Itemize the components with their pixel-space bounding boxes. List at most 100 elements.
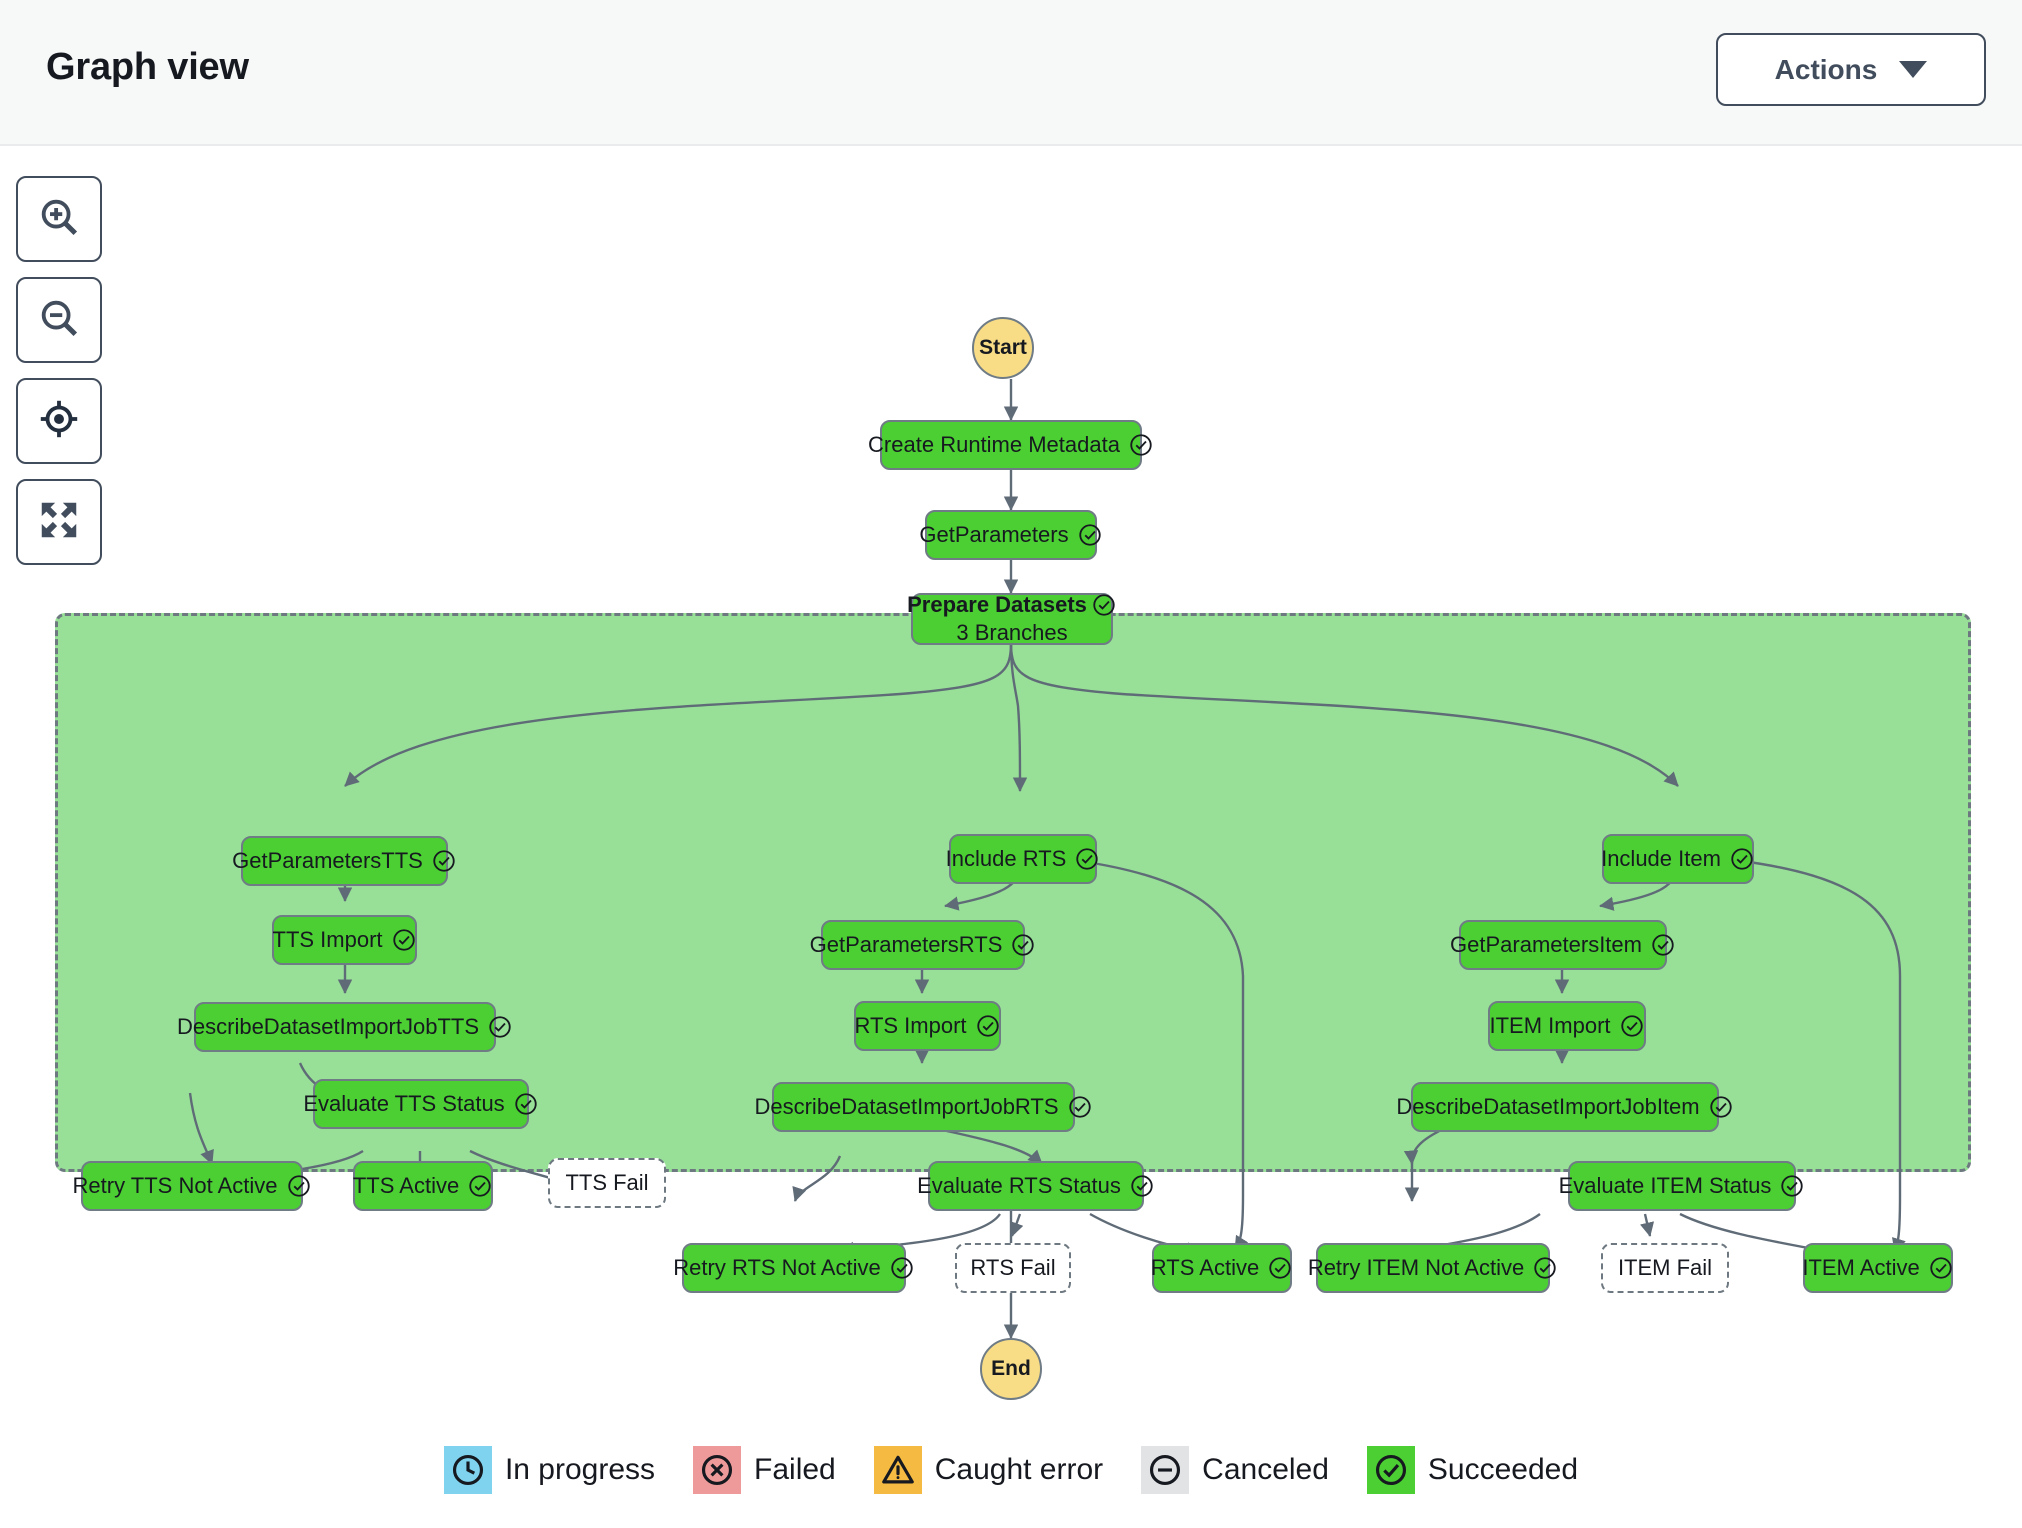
- node-label: TTS Fail: [565, 1170, 649, 1195]
- node-item-import[interactable]: ITEM Import: [1488, 1001, 1646, 1051]
- node-include-item[interactable]: Include Item: [1601, 834, 1755, 884]
- actions-button[interactable]: Actions: [1716, 33, 1986, 106]
- node-get-parameters-tts[interactable]: GetParametersTTS: [232, 836, 455, 886]
- check-circle-icon: [1129, 1173, 1155, 1199]
- node-item-active[interactable]: ITEM Active: [1802, 1243, 1954, 1293]
- node-label: TTS Import: [272, 927, 383, 952]
- node-label: TTS Active: [352, 1173, 460, 1198]
- node-item-fail[interactable]: ITEM Fail: [1601, 1243, 1729, 1293]
- check-circle-icon: [1074, 846, 1100, 872]
- check-circle-icon: [1067, 1094, 1093, 1120]
- legend-label: Failed: [754, 1453, 836, 1486]
- node-get-parameters[interactable]: GetParameters: [919, 510, 1101, 560]
- node-label: Evaluate RTS Status: [917, 1173, 1121, 1198]
- node-retry-item-not-active[interactable]: Retry ITEM Not Active: [1308, 1243, 1556, 1293]
- center-icon: [36, 396, 82, 447]
- node-label: Include Item: [1601, 846, 1721, 871]
- check-circle-icon: [391, 927, 417, 953]
- node-describe-dataset-import-job-rts[interactable]: DescribeDatasetImportJobRTS: [754, 1082, 1091, 1132]
- start-node-label: Start: [979, 336, 1027, 359]
- node-label: DescribeDatasetImportJobTTS: [177, 1014, 479, 1039]
- check-circle-icon: [1729, 846, 1755, 872]
- node-describe-dataset-import-job-item[interactable]: DescribeDatasetImportJobItem: [1396, 1082, 1732, 1132]
- node-evaluate-item-status[interactable]: Evaluate ITEM Status: [1559, 1161, 1804, 1211]
- node-evaluate-tts-status[interactable]: Evaluate TTS Status: [303, 1079, 537, 1129]
- check-circle-icon: [1779, 1173, 1805, 1199]
- node-tts-fail[interactable]: TTS Fail: [548, 1158, 666, 1208]
- check-circle-icon: [889, 1255, 915, 1281]
- start-node[interactable]: Start: [972, 317, 1034, 379]
- legend-item-caught-error: Caught error: [873, 1446, 1104, 1494]
- check-circle-icon: [1010, 932, 1036, 958]
- node-sublabel: 3 Branches: [956, 620, 1068, 645]
- check-circle-icon: [1532, 1255, 1558, 1281]
- check-circle-icon: [431, 848, 457, 874]
- node-label: RTS Active: [1150, 1255, 1260, 1280]
- node-label: DescribeDatasetImportJobItem: [1396, 1094, 1700, 1119]
- node-label: Evaluate TTS Status: [303, 1091, 505, 1116]
- node-label: GetParametersItem: [1450, 932, 1642, 957]
- zoom-out-button[interactable]: [16, 277, 102, 363]
- node-label: RTS Fail: [970, 1255, 1056, 1280]
- actions-button-label: Actions: [1774, 53, 1878, 85]
- check-circle-icon: [1091, 592, 1117, 618]
- legend-label: Caught error: [934, 1453, 1104, 1486]
- node-label: ITEM Import: [1489, 1013, 1611, 1038]
- node-rts-import[interactable]: RTS Import: [854, 1001, 1001, 1051]
- end-node-label: End: [991, 1357, 1031, 1380]
- legend-item-succeeded: Succeeded: [1366, 1446, 1578, 1494]
- check-circle-icon: [1366, 1446, 1415, 1494]
- zoom-out-icon: [36, 295, 82, 346]
- node-describe-dataset-import-job-tts[interactable]: DescribeDatasetImportJobTTS: [177, 1002, 511, 1052]
- check-circle-icon: [513, 1091, 539, 1117]
- node-create-runtime-metadata[interactable]: Create Runtime Metadata: [868, 420, 1152, 470]
- node-retry-tts-not-active[interactable]: Retry TTS Not Active: [73, 1161, 310, 1211]
- node-label: Retry TTS Not Active: [72, 1173, 278, 1198]
- node-label: GetParametersTTS: [232, 848, 423, 873]
- legend-item-in-progress: In progress: [443, 1446, 656, 1494]
- node-label: DescribeDatasetImportJobRTS: [754, 1094, 1059, 1119]
- legend-item-canceled: Canceled: [1141, 1446, 1329, 1494]
- node-rts-fail[interactable]: RTS Fail: [955, 1243, 1071, 1293]
- node-label: Include RTS: [945, 846, 1067, 871]
- node-include-rts[interactable]: Include RTS: [945, 834, 1100, 884]
- page-header: Graph view Actions: [0, 0, 2022, 146]
- node-label: Retry ITEM Not Active: [1307, 1255, 1525, 1280]
- center-graph-button[interactable]: [16, 378, 102, 464]
- status-legend: In progress Failed Caught error: [0, 1446, 2022, 1494]
- node-get-parameters-item[interactable]: GetParametersItem: [1450, 920, 1674, 970]
- node-label: Retry RTS Not Active: [673, 1255, 881, 1280]
- node-rts-active[interactable]: RTS Active: [1150, 1243, 1293, 1293]
- node-label: ITEM Active: [1802, 1255, 1920, 1280]
- fit-screen-button[interactable]: [16, 479, 102, 565]
- check-circle-icon: [1708, 1094, 1734, 1120]
- x-circle-icon: [693, 1446, 742, 1494]
- check-circle-icon: [1077, 522, 1103, 548]
- clock-icon: [443, 1446, 492, 1494]
- node-tts-import[interactable]: TTS Import: [272, 915, 417, 965]
- node-label: Evaluate ITEM Status: [1558, 1173, 1772, 1198]
- end-node[interactable]: End: [980, 1338, 1042, 1400]
- node-tts-active[interactable]: TTS Active: [353, 1161, 493, 1211]
- legend-item-failed: Failed: [693, 1446, 836, 1494]
- check-circle-icon: [1267, 1255, 1293, 1281]
- check-circle-icon: [286, 1173, 312, 1199]
- check-circle-icon: [1650, 932, 1676, 958]
- page-title: Graph view: [46, 46, 249, 88]
- node-label: Create Runtime Metadata: [868, 432, 1120, 457]
- check-circle-icon: [1128, 432, 1154, 458]
- node-evaluate-rts-status[interactable]: Evaluate RTS Status: [917, 1161, 1153, 1211]
- zoom-in-button[interactable]: [16, 176, 102, 262]
- check-circle-icon: [1928, 1255, 1954, 1281]
- chevron-down-icon: [1899, 61, 1928, 78]
- check-circle-icon: [1619, 1013, 1645, 1039]
- node-label: GetParametersRTS: [809, 932, 1003, 957]
- graph-canvas[interactable]: Start Create Runtime Metadata GetParamet…: [0, 146, 2022, 1528]
- legend-label: In progress: [504, 1453, 656, 1486]
- node-label: GetParameters: [919, 522, 1069, 547]
- node-retry-rts-not-active[interactable]: Retry RTS Not Active: [673, 1243, 913, 1293]
- node-label: Prepare Datasets: [907, 592, 1087, 617]
- check-circle-icon: [975, 1013, 1001, 1039]
- node-prepare-datasets[interactable]: Prepare Datasets 3 Branches: [907, 592, 1115, 645]
- node-get-parameters-rts[interactable]: GetParametersRTS: [810, 920, 1035, 970]
